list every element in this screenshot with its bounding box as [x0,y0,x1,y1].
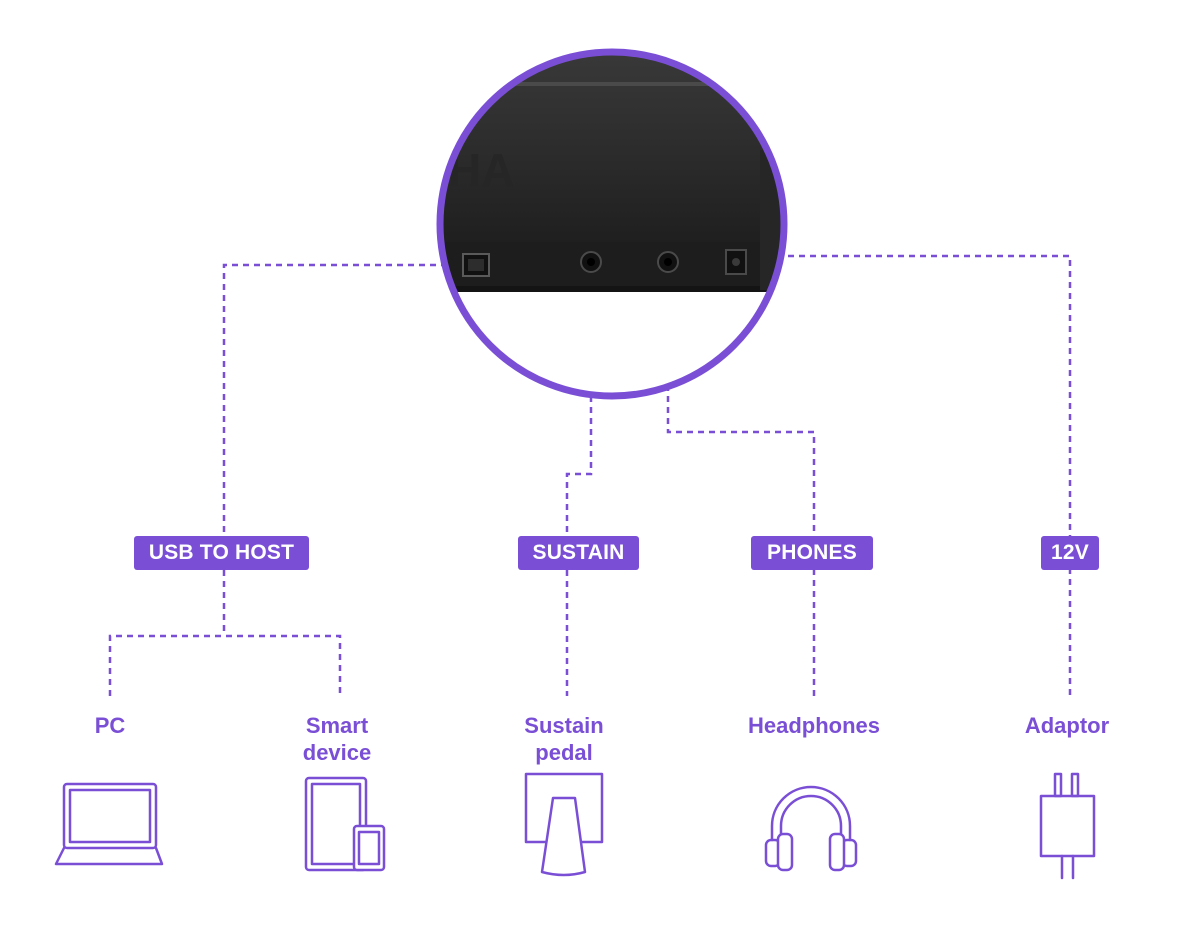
port-label-usb: USB TO HOST [134,536,309,570]
dc-connection-line [766,254,1072,696]
device-label-sustain-pedal: Sustain pedal [494,712,634,766]
port-label-phones: PHONES [751,536,873,570]
device-label-line1: PC [94,713,126,738]
usb-connection-line [222,263,458,636]
device-label-smart-device: Smart device [270,712,404,766]
phones-jack-icon [657,251,679,273]
plug-icon [1039,772,1096,880]
device-label-line1: Headphones [747,713,881,738]
device-label-line1: Smart [305,713,369,738]
laptop-icon [54,782,164,866]
port-label-sustain: SUSTAIN [518,536,639,570]
dc-in-icon [725,249,747,275]
device-label-line1: Sustain [524,713,604,738]
keyboard-back-panel: HA [436,48,788,400]
device-label-adaptor: Adaptor [1002,712,1132,739]
tablet-phone-icon [304,776,386,872]
port-label-dc: 12V [1041,536,1099,570]
usb-branch-line [108,634,342,696]
device-label-pc: PC [50,712,170,739]
device-label-line2: device [302,740,372,765]
sustain-jack-icon [580,251,602,273]
headphones-icon [764,785,858,872]
device-label-line2: pedal [535,740,593,765]
device-label-headphones: Headphones [724,712,904,739]
usb-port-icon [462,253,490,277]
device-label-line1: Adaptor [1024,713,1110,738]
pedal-icon [524,772,604,877]
